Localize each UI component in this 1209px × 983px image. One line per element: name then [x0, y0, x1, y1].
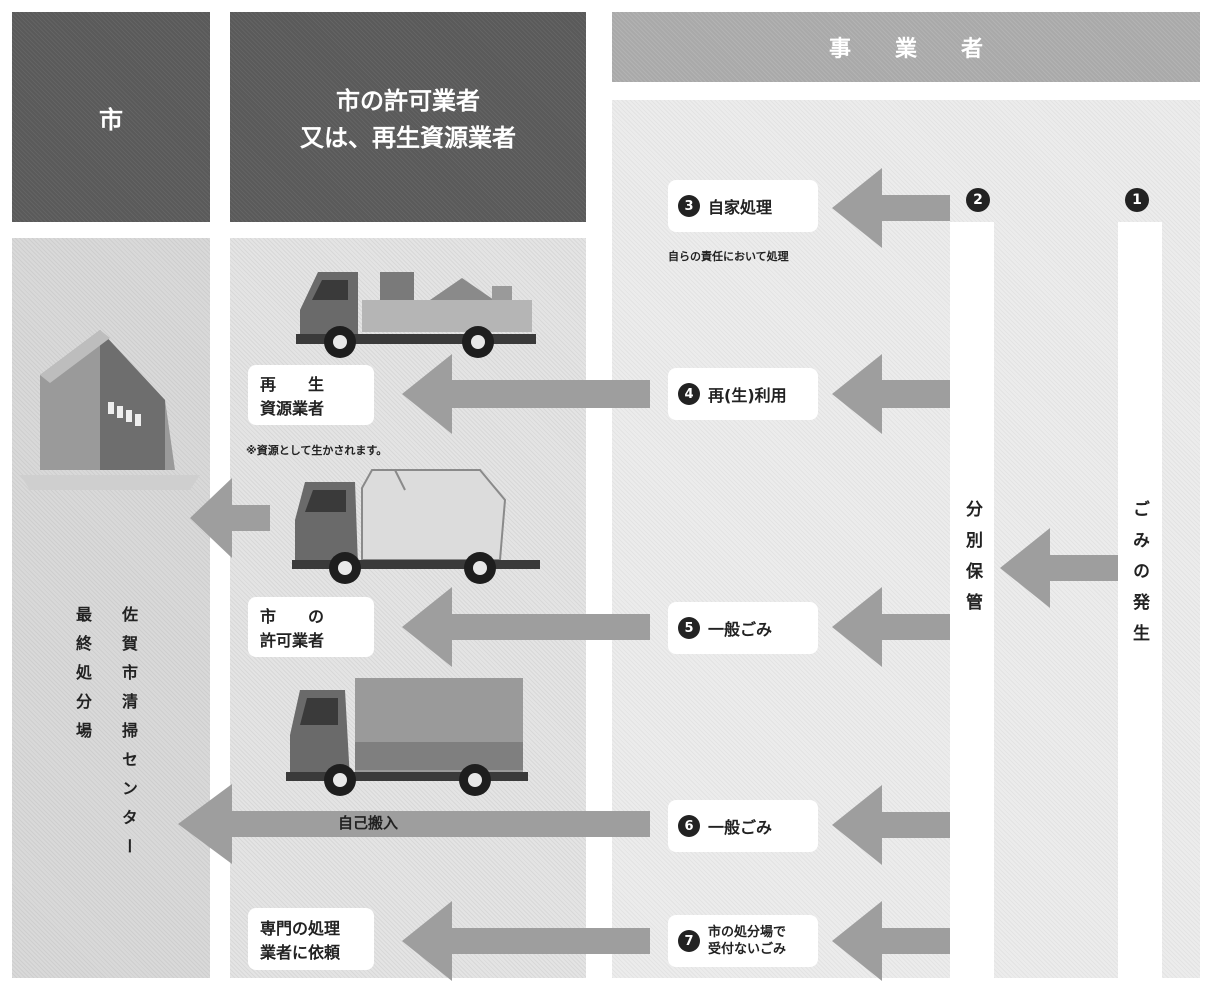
- arrow-licensed-to-city: [190, 478, 270, 558]
- origin-strip: [1118, 222, 1162, 978]
- arrow-to-self-processing: [832, 168, 950, 248]
- not-accepted-line1: 市の処分場で: [708, 925, 787, 940]
- header-business: 事 業 者: [612, 12, 1200, 82]
- self-processing-note: 自らの責任において処理: [668, 250, 789, 263]
- general-self-box: 6 一般ごみ: [668, 800, 818, 852]
- garbage-truck-icon: [292, 469, 540, 584]
- self-processing-box: 3 自家処理: [668, 180, 818, 232]
- header-hauler-line2: 又は、再生資源業者: [300, 124, 516, 152]
- arrow-general-to-licensed: [402, 587, 650, 667]
- arrow-to-recycle: [832, 354, 950, 434]
- arrow-to-general-5: [832, 587, 950, 667]
- sorting-strip: [950, 222, 994, 978]
- recycler-line1: 再 生: [260, 375, 325, 394]
- landfill-label: 最終処分場: [73, 606, 92, 751]
- specialist-box: 専門の処理 業者に依頼: [248, 908, 374, 970]
- header-hauler-line1: 市の許可業者: [336, 87, 480, 115]
- recycle-number: 4: [678, 383, 700, 405]
- header-city-label: 市: [99, 105, 123, 134]
- header-hauler: 市の許可業者 又は、再生資源業者: [230, 12, 586, 222]
- not-accepted-label: 市の処分場で 受付ないごみ: [708, 924, 786, 958]
- general-self-label: 一般ごみ: [708, 818, 773, 837]
- specialist-line2: 業者に依頼: [260, 943, 341, 962]
- self-processing-number: 3: [678, 195, 700, 217]
- licensed-line1: 市 の: [260, 607, 325, 626]
- header-business-label: 事 業 者: [828, 37, 983, 62]
- origin-number-badge: 1: [1125, 188, 1149, 212]
- flatbed-truck-icon: [296, 272, 536, 358]
- recycler-note: ※資源として生かされます。: [246, 444, 388, 457]
- origin-label: ごみの発生: [1129, 500, 1149, 655]
- panel-city: [12, 238, 210, 978]
- recycler-box: 再 生 資源業者: [248, 365, 374, 425]
- general-licensed-number: 5: [678, 617, 700, 639]
- arrow-self-delivery: [178, 784, 650, 864]
- self-delivery-label: 自己搬入: [338, 814, 399, 832]
- licensed-line2: 許可業者: [260, 631, 325, 650]
- arrow-to-not-accepted: [832, 901, 950, 981]
- arrow-to-general-6: [832, 785, 950, 865]
- general-self-number: 6: [678, 815, 700, 837]
- self-processing-label: 自家処理: [708, 198, 773, 217]
- arrow-recycle-to-recycler: [402, 354, 650, 434]
- not-accepted-box: 7 市の処分場で 受付ないごみ: [668, 915, 818, 967]
- arrow-origin-to-sort: [1000, 528, 1118, 608]
- licensed-hauler-box: 市 の 許可業者: [248, 597, 374, 657]
- not-accepted-number: 7: [678, 930, 700, 952]
- cleaning-center-building-icon: [20, 330, 200, 490]
- recycle-label: 再(生)利用: [708, 386, 787, 405]
- box-truck-icon: [286, 678, 528, 796]
- recycler-line2: 資源業者: [260, 399, 325, 418]
- recycle-box: 4 再(生)利用: [668, 368, 818, 420]
- general-licensed-box: 5 一般ごみ: [668, 602, 818, 654]
- not-accepted-line2: 受付ないごみ: [708, 942, 787, 957]
- sort-number-badge: 2: [966, 188, 990, 212]
- header-city: 市: [12, 12, 210, 222]
- panel-hauler: [230, 238, 586, 978]
- cleaning-center-label: 佐賀市清掃センター: [119, 606, 138, 867]
- specialist-line1: 専門の処理: [260, 919, 341, 938]
- general-licensed-label: 一般ごみ: [708, 620, 773, 639]
- sort-label: 分別保管: [962, 500, 982, 624]
- arrow-to-specialist: [402, 901, 650, 981]
